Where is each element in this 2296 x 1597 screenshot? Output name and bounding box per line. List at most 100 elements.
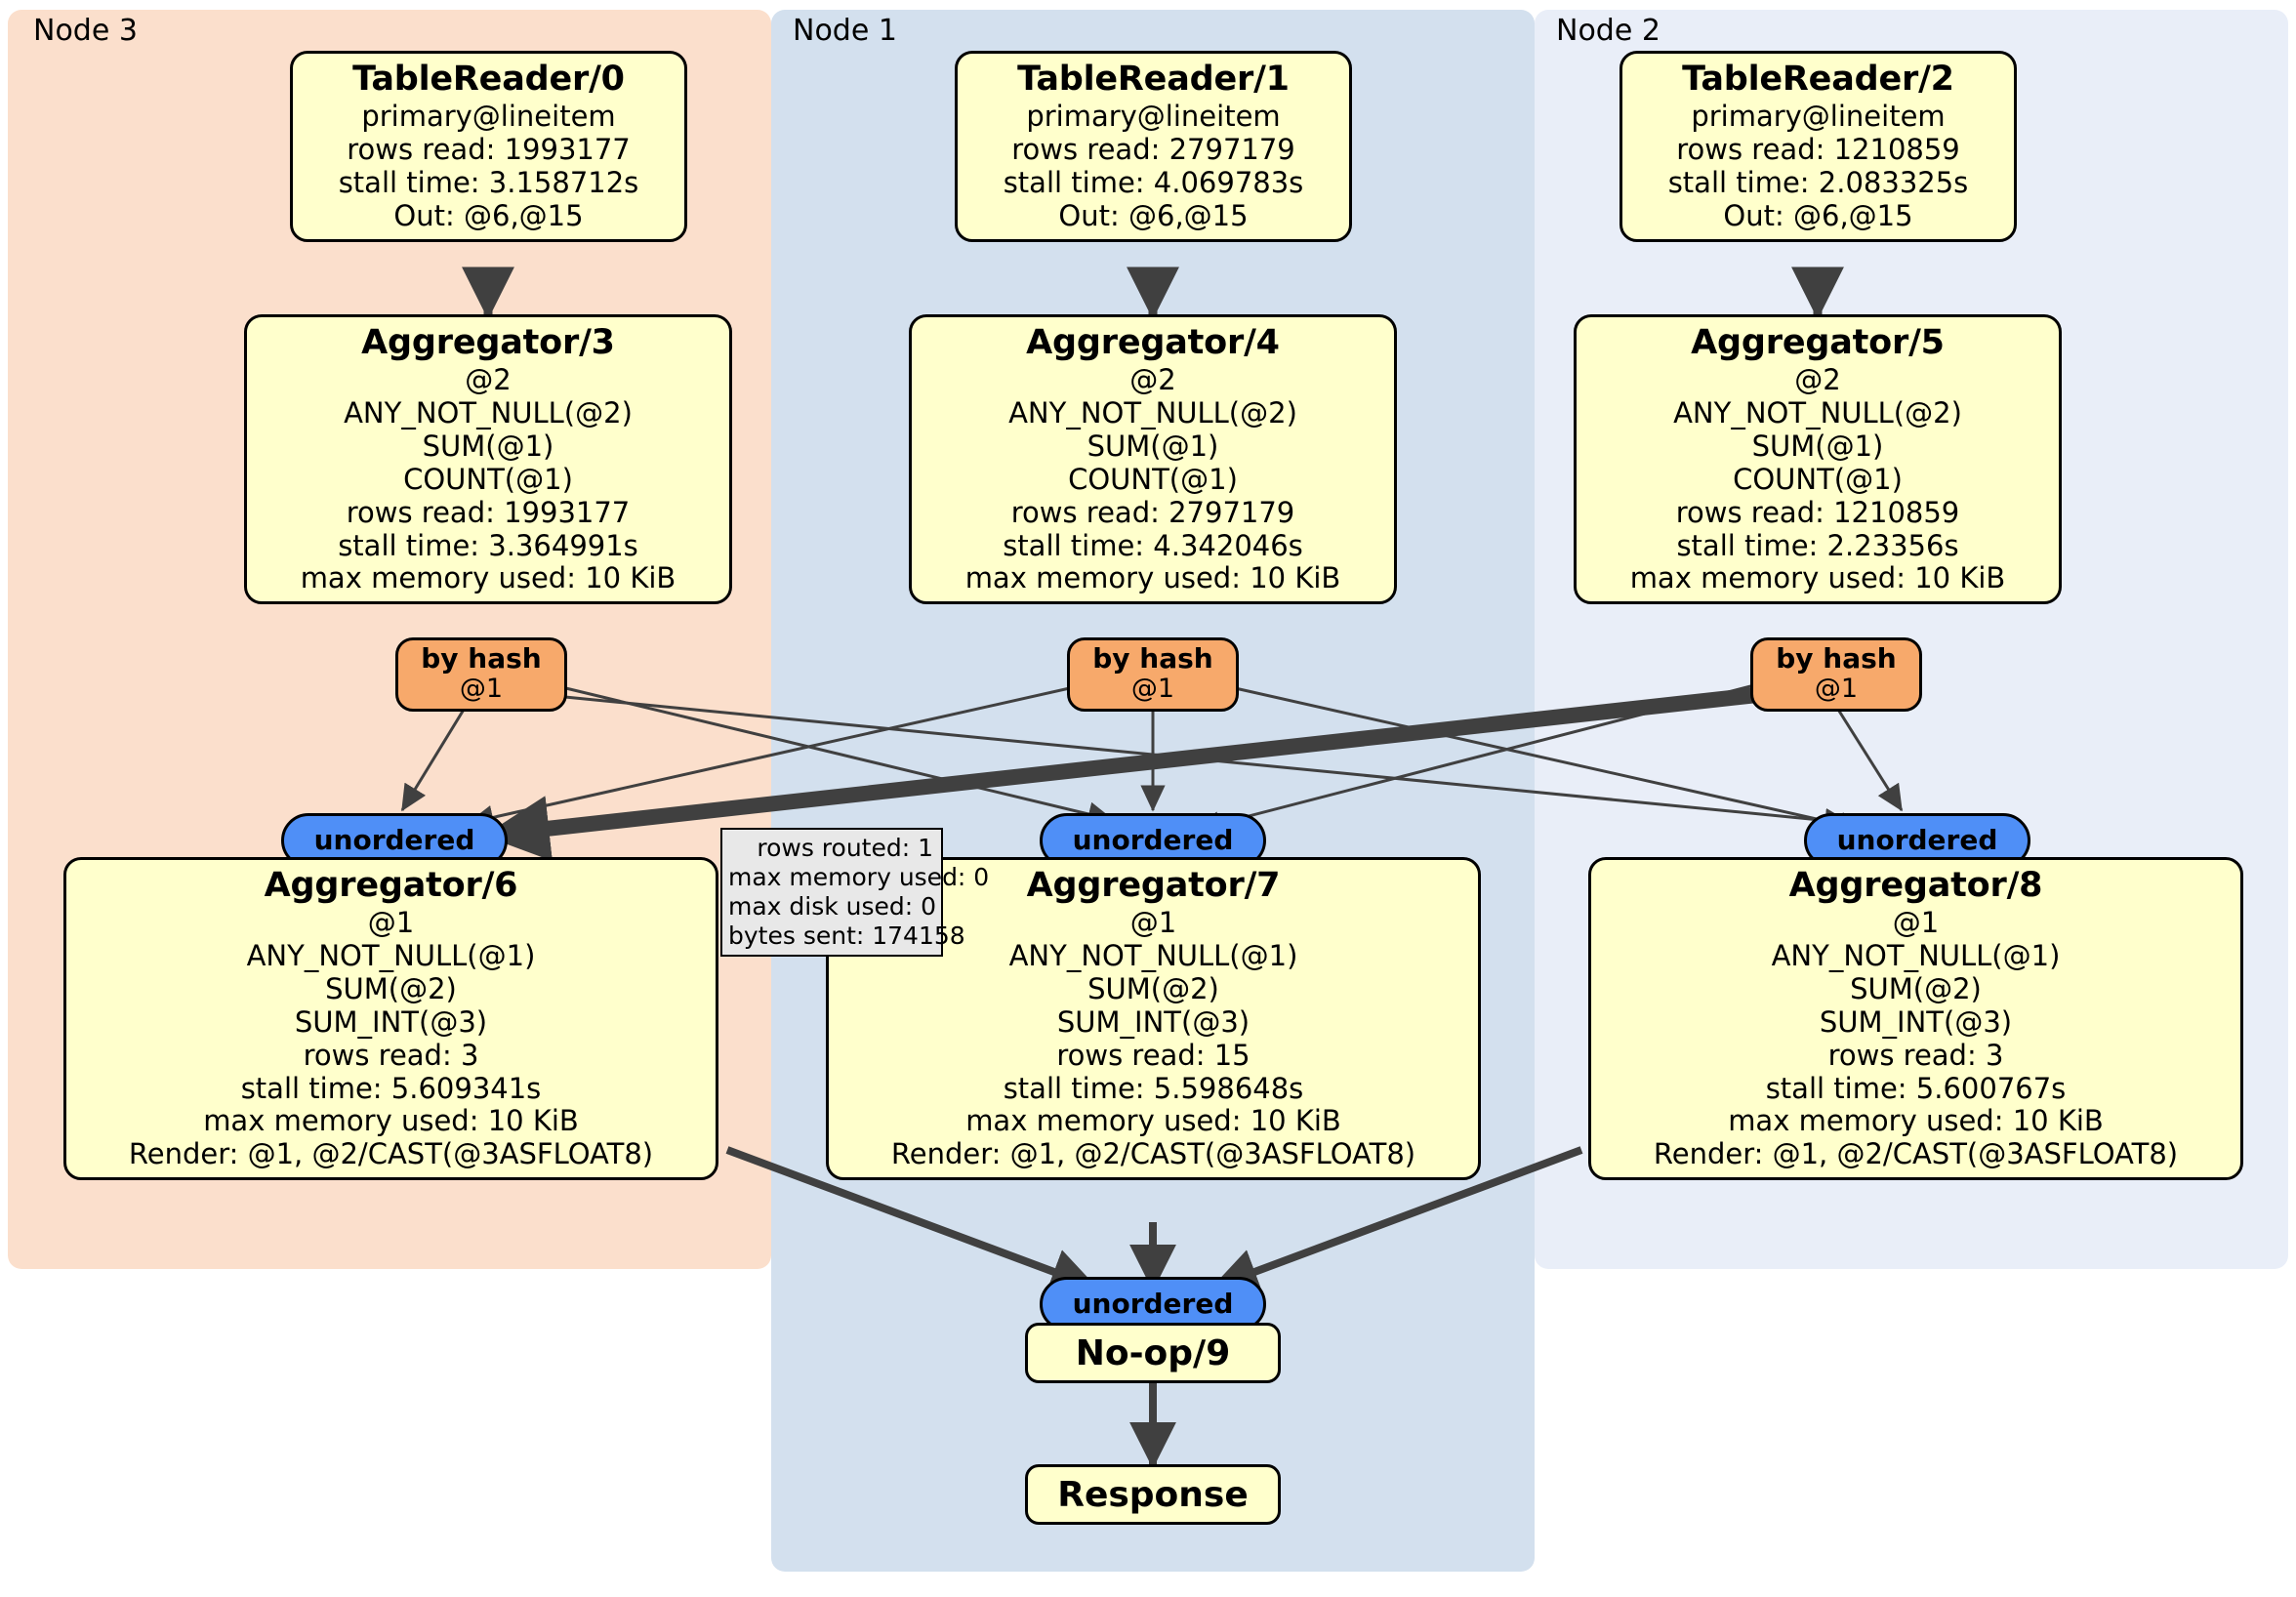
- node-line: max memory used: 10 KiB: [965, 1104, 1341, 1138]
- node-line: rows read: 2797179: [1011, 132, 1295, 166]
- node-line: primary@lineitem: [361, 99, 616, 133]
- node-line: rows read: 15: [1056, 1038, 1250, 1072]
- tooltip-line: bytes sent: 174158: [728, 921, 965, 950]
- node-title: TableReader/1: [1017, 60, 1290, 99]
- node-title: Aggregator/4: [1026, 323, 1280, 362]
- node-table-reader-1[interactable]: TableReader/1 primary@lineitem rows read…: [955, 51, 1352, 242]
- node-line: rows read: 1993177: [347, 132, 631, 166]
- node-line: COUNT(@1): [403, 462, 573, 496]
- node-line: SUM_INT(@3): [1819, 1004, 2013, 1039]
- node-title: Aggregator/7: [1026, 866, 1281, 905]
- node-line: COUNT(@1): [1068, 462, 1238, 496]
- node-title: Aggregator/5: [1691, 323, 1945, 362]
- node-line: Out: @6,@15: [393, 198, 584, 232]
- sync-unordered-final[interactable]: unordered: [1040, 1277, 1266, 1331]
- node-aggregator-4[interactable]: Aggregator/4 @2 ANY_NOT_NULL(@2) SUM(@1)…: [909, 314, 1397, 605]
- node-line: primary@lineitem: [1691, 99, 1946, 133]
- node-line: stall time: 2.23356s: [1676, 528, 1959, 562]
- node-line: ANY_NOT_NULL(@2): [1673, 395, 1962, 430]
- node-line: rows read: 2797179: [1010, 495, 1295, 529]
- node-title: TableReader/0: [352, 60, 625, 99]
- node-line: @2: [1129, 362, 1176, 396]
- sync-unordered-2[interactable]: unordered: [1804, 813, 2030, 868]
- node-line: SUM(@2): [1850, 971, 1982, 1005]
- node-line: COUNT(@1): [1733, 462, 1903, 496]
- router-by-hash-0[interactable]: by hash @1: [395, 637, 567, 712]
- node-line: Out: @6,@15: [1723, 198, 1913, 232]
- node-line: max memory used: 10 KiB: [203, 1104, 579, 1138]
- node-title: Aggregator/8: [1788, 866, 2043, 905]
- node-line: @2: [465, 362, 512, 396]
- node-line: @1: [1892, 905, 1940, 939]
- sync-label: unordered: [1072, 1287, 1234, 1320]
- node-line: ANY_NOT_NULL(@1): [1008, 938, 1298, 972]
- node-line: SUM(@1): [422, 429, 554, 463]
- cluster-label-node-3: Node 3: [33, 14, 138, 48]
- node-line: max memory used: 10 KiB: [300, 561, 676, 595]
- node-line: SUM(@2): [325, 971, 457, 1005]
- node-line: rows read: 1210859: [1675, 495, 1960, 529]
- node-line: stall time: 2.083325s: [1667, 165, 1969, 199]
- node-line: stall time: 5.598648s: [1003, 1071, 1304, 1105]
- node-aggregator-3[interactable]: Aggregator/3 @2 ANY_NOT_NULL(@2) SUM(@1)…: [244, 314, 732, 605]
- router-label: by hash: [1092, 642, 1213, 675]
- node-line: stall time: 3.158712s: [338, 165, 639, 199]
- node-line: SUM(@1): [1751, 429, 1884, 463]
- cluster-label-node-2: Node 2: [1556, 14, 1660, 48]
- sync-label: unordered: [1836, 823, 1998, 856]
- node-line: ANY_NOT_NULL(@1): [1771, 938, 2061, 972]
- node-line: Render: @1, @2/CAST(@3ASFLOAT8): [890, 1137, 1416, 1171]
- node-line: stall time: 3.364991s: [338, 528, 638, 562]
- node-line: max memory used: 10 KiB: [1629, 561, 2006, 595]
- node-line: Render: @1, @2/CAST(@3ASFLOAT8): [1653, 1137, 2179, 1171]
- node-title: TableReader/2: [1682, 60, 1954, 99]
- router-label: by hash: [421, 642, 542, 675]
- node-line: stall time: 4.069783s: [1003, 165, 1304, 199]
- tooltip-line: rows routed: 1: [757, 834, 933, 862]
- node-line: Render: @1, @2/CAST(@3ASFLOAT8): [128, 1137, 654, 1171]
- node-line: stall time: 5.609341s: [240, 1071, 542, 1105]
- node-line: @2: [1794, 362, 1841, 396]
- node-line: @1: [367, 905, 415, 939]
- node-aggregator-8[interactable]: Aggregator/8 @1 ANY_NOT_NULL(@1) SUM(@2)…: [1588, 857, 2243, 1181]
- cluster-label-node-1: Node 1: [793, 14, 897, 48]
- node-line: stall time: 5.600767s: [1765, 1071, 2067, 1105]
- node-no-op-9[interactable]: No-op/9: [1025, 1323, 1281, 1383]
- tooltip-line: max disk used: 0: [728, 892, 937, 921]
- sync-label: unordered: [1072, 823, 1234, 856]
- node-response[interactable]: Response: [1025, 1464, 1281, 1525]
- node-line: Out: @6,@15: [1058, 198, 1249, 232]
- node-aggregator-5[interactable]: Aggregator/5 @2 ANY_NOT_NULL(@2) SUM(@1)…: [1574, 314, 2062, 605]
- node-line: ANY_NOT_NULL(@2): [1008, 395, 1297, 430]
- node-line: ANY_NOT_NULL(@2): [344, 395, 633, 430]
- stream-stats-tooltip: rows routed: 1 max memory used: 0 max di…: [720, 828, 990, 957]
- node-aggregator-7[interactable]: Aggregator/7 @1 ANY_NOT_NULL(@1) SUM(@2)…: [826, 857, 1481, 1181]
- router-column: @1: [459, 673, 504, 704]
- node-line: max memory used: 10 KiB: [964, 561, 1341, 595]
- node-table-reader-0[interactable]: TableReader/0 primary@lineitem rows read…: [290, 51, 687, 242]
- node-line: SUM_INT(@3): [294, 1004, 488, 1039]
- node-line: SUM(@2): [1087, 971, 1219, 1005]
- node-line: SUM_INT(@3): [1056, 1004, 1250, 1039]
- router-column: @1: [1130, 673, 1175, 704]
- node-line: stall time: 4.342046s: [1003, 528, 1303, 562]
- tooltip-line: max memory used: 0: [728, 863, 990, 891]
- node-line: rows read: 3: [1827, 1038, 2004, 1072]
- node-line: primary@lineitem: [1026, 99, 1281, 133]
- node-title: No-op/9: [1075, 1332, 1231, 1373]
- node-table-reader-2[interactable]: TableReader/2 primary@lineitem rows read…: [1620, 51, 2017, 242]
- node-line: ANY_NOT_NULL(@1): [246, 938, 536, 972]
- node-aggregator-6[interactable]: Aggregator/6 @1 ANY_NOT_NULL(@1) SUM(@2)…: [63, 857, 718, 1181]
- sync-label: unordered: [313, 823, 475, 856]
- node-line: rows read: 1210859: [1676, 132, 1960, 166]
- router-by-hash-2[interactable]: by hash @1: [1750, 637, 1922, 712]
- node-line: @1: [1129, 905, 1177, 939]
- router-label: by hash: [1776, 642, 1897, 675]
- node-title: Aggregator/3: [361, 323, 615, 362]
- node-line: rows read: 1993177: [346, 495, 631, 529]
- node-line: rows read: 3: [303, 1038, 479, 1072]
- router-column: @1: [1814, 673, 1859, 704]
- node-title: Response: [1057, 1474, 1249, 1515]
- router-by-hash-1[interactable]: by hash @1: [1067, 637, 1239, 712]
